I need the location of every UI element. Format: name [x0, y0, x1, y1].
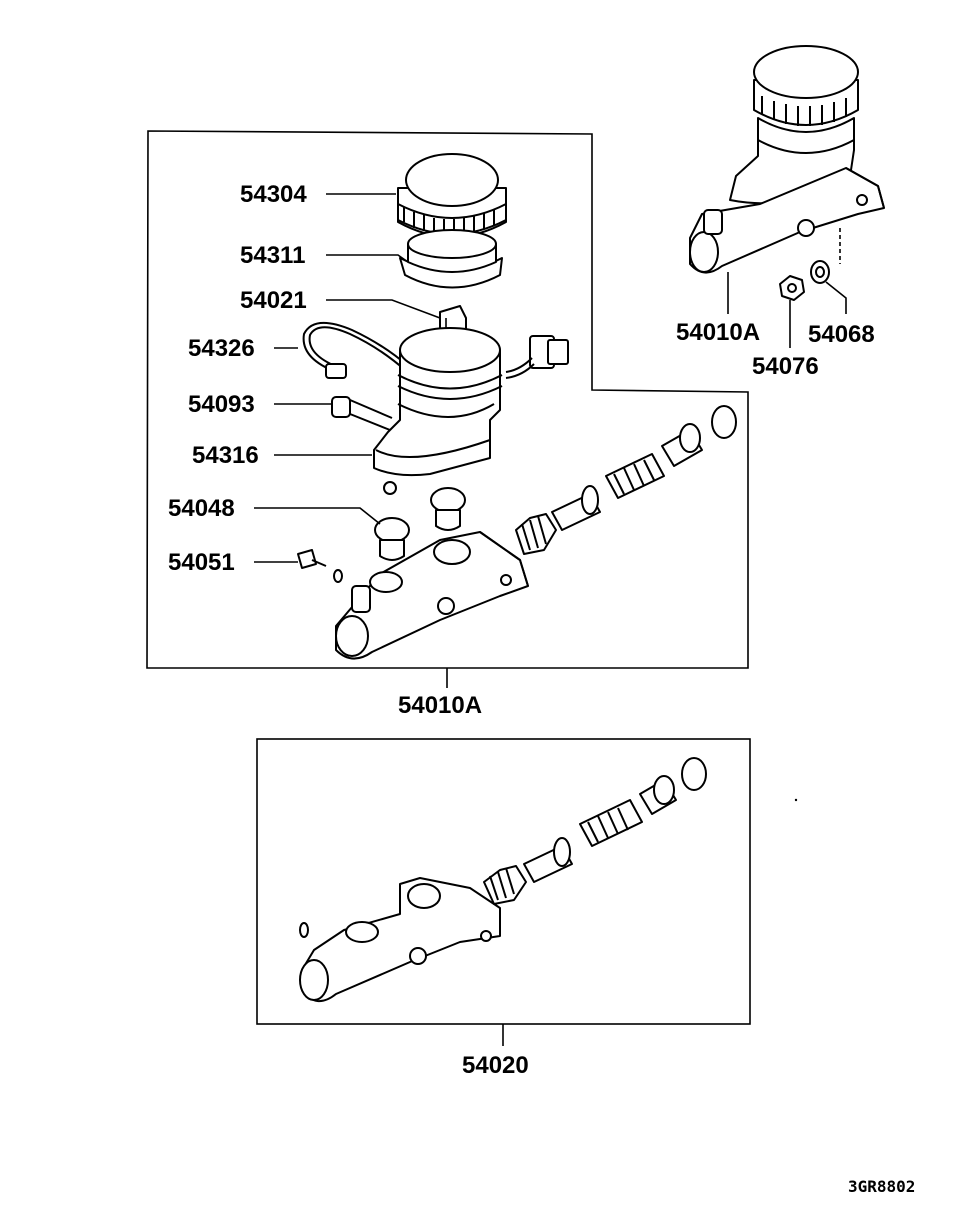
- diagram-id: 3GR8802: [848, 1177, 915, 1196]
- callout-54051: 54051: [168, 549, 235, 576]
- repair-kit-cylinder: [299, 877, 501, 1002]
- repair-kit-retaining-ring: [681, 757, 707, 791]
- wire-harness: [302, 322, 569, 379]
- repair-kit-primary-piston: [483, 837, 573, 905]
- secondary-piston-assembly: [605, 423, 703, 499]
- callout-54048: 54048: [168, 495, 235, 522]
- callout-54326: 54326: [188, 335, 255, 362]
- reservoir-body: [373, 327, 503, 495]
- callout-54076: 54076: [752, 353, 819, 380]
- bleeder-screw: [297, 549, 343, 583]
- stray-dot: [794, 798, 798, 802]
- callout-54311: 54311: [240, 242, 305, 269]
- repair-kit-secondary-piston: [579, 775, 677, 847]
- retaining-ring: [711, 405, 737, 439]
- reservoir-cap: [397, 153, 507, 238]
- master-cylinder-body: [335, 531, 529, 660]
- washer: [810, 260, 830, 284]
- reservoir-strainer: [399, 229, 503, 289]
- reservoir-grommet-1: [374, 517, 410, 561]
- callout-54068: 54068: [808, 321, 875, 348]
- callout-54304: 54304: [240, 181, 307, 208]
- callout-54316: 54316: [192, 442, 259, 469]
- callout-54093: 54093: [188, 391, 255, 418]
- reservoir-grommet-2: [430, 487, 466, 531]
- alt-cylinder-assembly: [689, 45, 885, 274]
- callout-54021: 54021: [240, 287, 307, 314]
- callout-54010a-main: 54010A: [398, 692, 482, 719]
- mounting-bolt: [331, 396, 393, 431]
- callout-54010a-alt: 54010A: [676, 319, 760, 346]
- primary-piston-assembly: [515, 485, 601, 555]
- mounting-nut: [779, 275, 805, 301]
- callout-54020: 54020: [462, 1052, 529, 1079]
- main-assembly-frame: [146, 130, 749, 669]
- leader-lines: [254, 193, 847, 563]
